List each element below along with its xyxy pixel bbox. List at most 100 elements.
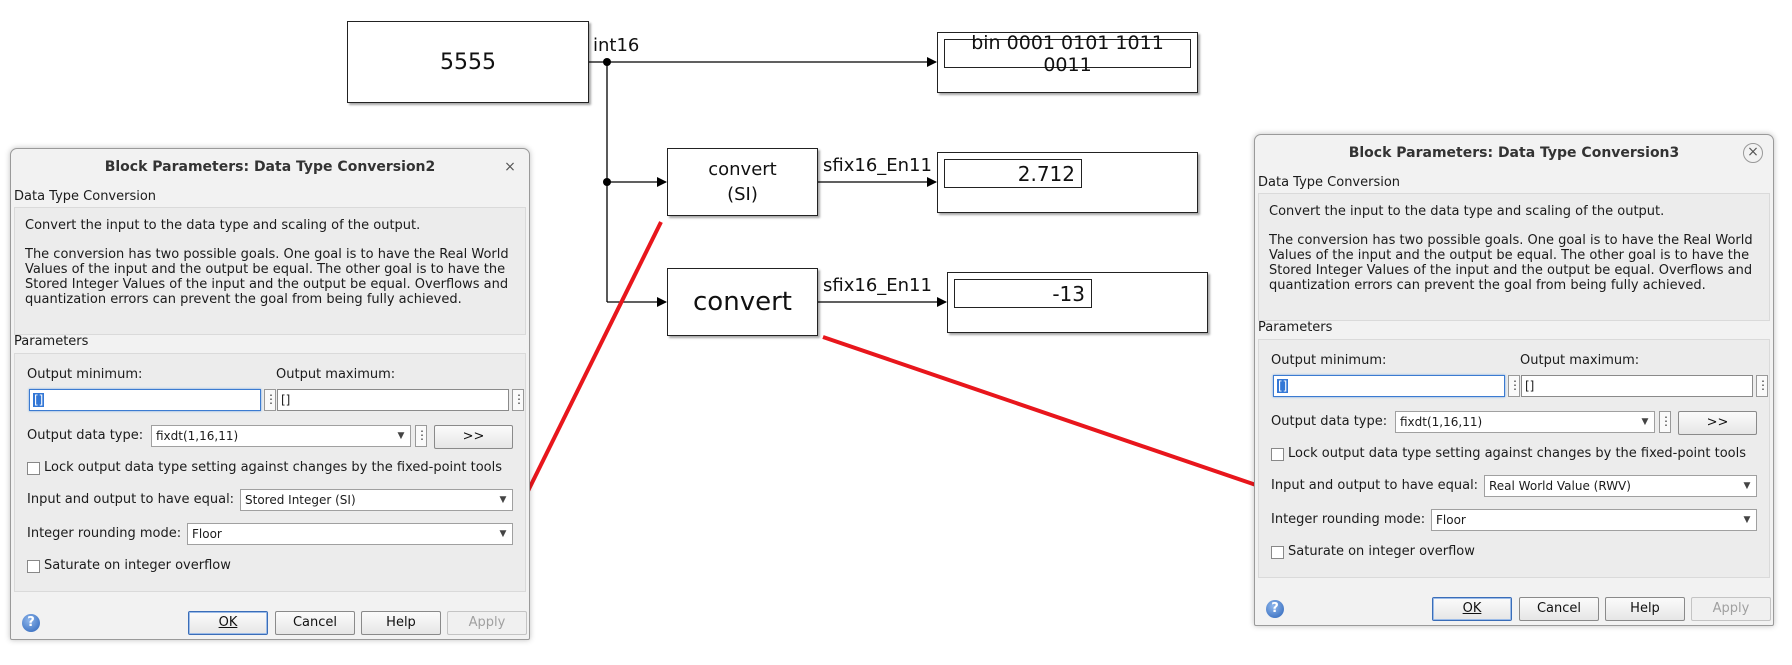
lock-data-type-checkbox[interactable] [1271,448,1284,461]
convert-rwv-label: convert [693,287,792,317]
rounding-mode-value: Floor [1436,513,1466,527]
description-text-2: The conversion has two possible goals. O… [25,247,509,307]
constant-block[interactable]: 5555 [347,21,589,103]
input-output-equal-label: Input and output to have equal: [1271,478,1479,493]
output-maximum-label: Output maximum: [276,367,396,382]
rounding-mode-select[interactable]: Floor ▼ [187,523,513,545]
section-title: Data Type Conversion [1258,175,1401,190]
output-data-type-menu-icon[interactable]: ⋮ [415,425,428,447]
apply-button-label: Apply [468,615,506,630]
block-parameters-dialog-rwv: Block Parameters: Data Type Conversion3 … [1254,134,1774,626]
output-minimum-field[interactable]: [] [1273,375,1505,397]
output-data-type-value: fixdt(1,16,11) [156,429,239,443]
chevron-down-icon: ▼ [499,529,507,539]
ok-button[interactable]: OK [188,611,268,635]
rounding-mode-label: Integer rounding mode: [1271,512,1426,527]
data-type-assistant-button[interactable]: >> [1678,411,1757,435]
output-maximum-field[interactable]: [] [277,389,509,411]
close-icon[interactable]: × [504,159,516,175]
signal-label-sfix-rwv: sfix16_En11 [823,275,932,296]
output-data-type-combo[interactable]: fixdt(1,16,11) ▼ [151,425,411,447]
branch-point-top [603,58,611,66]
rounding-mode-value: Floor [192,527,222,541]
display-block-rwv[interactable]: -13 [947,272,1208,333]
display-si-value: 2.712 [944,159,1082,188]
help-button[interactable]: Help [361,611,441,635]
section-title: Data Type Conversion [14,189,157,204]
saturate-label: Saturate on integer overflow [44,558,231,573]
input-output-equal-value: Real World Value (RWV) [1489,479,1631,493]
output-data-type-menu-icon[interactable]: ⋮ [1659,411,1672,433]
output-minimum-value: [] [1277,379,1289,393]
callout-line-rwv [822,335,1257,487]
display-block-si[interactable]: 2.712 [937,152,1198,213]
ok-button-label: OK [218,615,238,630]
output-minimum-label: Output minimum: [1271,353,1387,368]
saturate-checkbox[interactable] [1271,546,1284,559]
apply-button[interactable]: Apply [447,611,527,635]
lock-data-type-checkbox[interactable] [27,462,40,475]
convert-si-label-line1: convert [708,159,777,180]
callout-line-si [525,221,663,494]
ok-button[interactable]: OK [1432,597,1512,621]
output-data-type-combo[interactable]: fixdt(1,16,11) ▼ [1395,411,1655,433]
output-data-type-label: Output data type: [1271,414,1388,429]
rounding-mode-label: Integer rounding mode: [27,526,182,541]
chevron-down-icon: ▼ [1641,417,1649,427]
convert-si-block[interactable]: convert (SI) [667,148,818,216]
help-button-label: Help [386,615,416,630]
parameters-title: Parameters [1258,320,1333,335]
output-minimum-menu-icon[interactable]: ⋮ [264,389,277,411]
dialog-title: Block Parameters: Data Type Conversion3 [1348,145,1680,161]
close-icon[interactable]: × [1743,143,1763,163]
lock-data-type-label: Lock output data type setting against ch… [1288,446,1747,461]
output-minimum-field[interactable]: [] [29,389,261,411]
lock-data-type-label: Lock output data type setting against ch… [44,460,503,475]
chevron-down-icon: ▼ [499,495,507,505]
output-minimum-menu-icon[interactable]: ⋮ [1508,375,1521,397]
signal-label-sfix-si: sfix16_En11 [823,155,932,176]
output-maximum-field[interactable]: [] [1521,375,1753,397]
display-rwv-value: -13 [954,279,1092,308]
cancel-button-label: Cancel [292,615,338,630]
rounding-mode-select[interactable]: Floor ▼ [1431,509,1757,531]
description-panel: Convert the input to the data type and s… [14,207,526,335]
parameters-title: Parameters [14,334,89,349]
signal-label-int16: int16 [593,35,640,56]
dialog-title: Block Parameters: Data Type Conversion2 [104,159,436,175]
block-parameters-dialog-si: Block Parameters: Data Type Conversion2 … [10,148,530,640]
description-text-1: Convert the input to the data type and s… [25,218,421,233]
chevron-down-icon: ▼ [397,431,405,441]
cancel-button-label: Cancel [1536,601,1582,616]
output-minimum-label: Output minimum: [27,367,143,382]
data-type-assistant-button[interactable]: >> [434,425,513,449]
description-panel: Convert the input to the data type and s… [1258,193,1770,321]
input-output-equal-value: Stored Integer (SI) [245,493,356,507]
display-bin-value: bin 0001 0101 1011 0011 [944,32,1191,76]
output-maximum-menu-icon[interactable]: ⋮ [1756,375,1769,397]
help-icon[interactable]: ? [1266,600,1284,618]
help-button-label: Help [1630,601,1660,616]
ok-button-label: OK [1462,601,1482,616]
output-maximum-label: Output maximum: [1520,353,1640,368]
convert-rwv-block[interactable]: convert [667,268,818,336]
output-maximum-menu-icon[interactable]: ⋮ [512,389,525,411]
input-output-equal-select[interactable]: Stored Integer (SI) ▼ [240,489,513,511]
cancel-button[interactable]: Cancel [275,611,355,635]
display-block-bin[interactable]: bin 0001 0101 1011 0011 [937,32,1198,93]
help-button[interactable]: Help [1605,597,1685,621]
saturate-checkbox[interactable] [27,560,40,573]
convert-si-label-line2: (SI) [727,184,758,205]
apply-button-label: Apply [1712,601,1750,616]
help-icon[interactable]: ? [22,614,40,632]
constant-value: 5555 [440,49,496,75]
description-text-2: The conversion has two possible goals. O… [1269,233,1753,293]
saturate-label: Saturate on integer overflow [1288,544,1475,559]
description-text-1: Convert the input to the data type and s… [1269,204,1665,219]
output-minimum-value: [] [33,393,45,407]
apply-button[interactable]: Apply [1691,597,1771,621]
output-data-type-label: Output data type: [27,428,144,443]
input-output-equal-select[interactable]: Real World Value (RWV) ▼ [1484,475,1757,497]
cancel-button[interactable]: Cancel [1519,597,1599,621]
